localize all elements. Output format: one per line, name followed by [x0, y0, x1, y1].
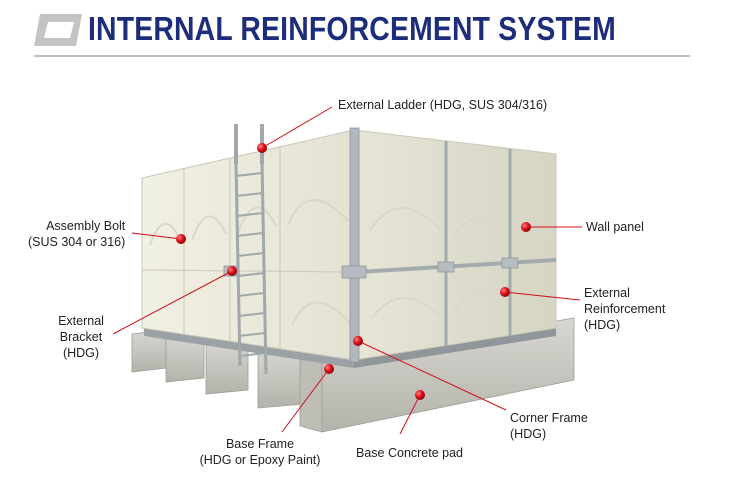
tank-side-face: [353, 129, 557, 361]
label-wall-panel: Wall panel: [586, 220, 644, 234]
external-ladder-shape: [234, 124, 268, 375]
title-underline: [34, 55, 690, 57]
tank-front-face: [141, 129, 355, 361]
marker-wall-panel: [521, 222, 531, 232]
marker-external-reinforcement: [500, 287, 510, 297]
label-external-bracket: External Bracket (HDG): [58, 314, 104, 360]
title-logo-icon: [34, 14, 82, 46]
corner-frame-shape: [349, 127, 360, 363]
marker-external-bracket: [227, 266, 237, 276]
base-frame-shape: [144, 328, 354, 368]
marker-corner-frame: [353, 336, 363, 346]
label-external-ladder: External Ladder (HDG, SUS 304/316): [338, 98, 548, 112]
page-title: INTERNAL REINFORCEMENT SYSTEM: [88, 10, 616, 47]
marker-external-ladder: [257, 143, 267, 153]
header: INTERNAL REINFORCEMENT SYSTEM: [0, 0, 749, 62]
label-base-frame: Base Frame (HDG or Epoxy Paint): [199, 437, 321, 467]
marker-base-frame: [324, 364, 334, 374]
label-corner-frame: Corner Frame (HDG): [510, 411, 588, 441]
label-assembly-bolt: Assembly Bolt (SUS 304 or 316): [28, 219, 126, 249]
external-reinforcement-shape: [357, 141, 557, 346]
leader-lines: [112, 106, 582, 435]
base-concrete-pad-shape: [299, 317, 575, 433]
label-external-reinforcement: External Reinforcement (HDG): [584, 286, 666, 332]
front-panel-seams: [141, 147, 355, 348]
label-base-concrete-pad: Base Concrete pad: [356, 446, 464, 460]
marker-base-concrete-pad: [415, 390, 425, 400]
marker-assembly-bolt: [176, 234, 186, 244]
